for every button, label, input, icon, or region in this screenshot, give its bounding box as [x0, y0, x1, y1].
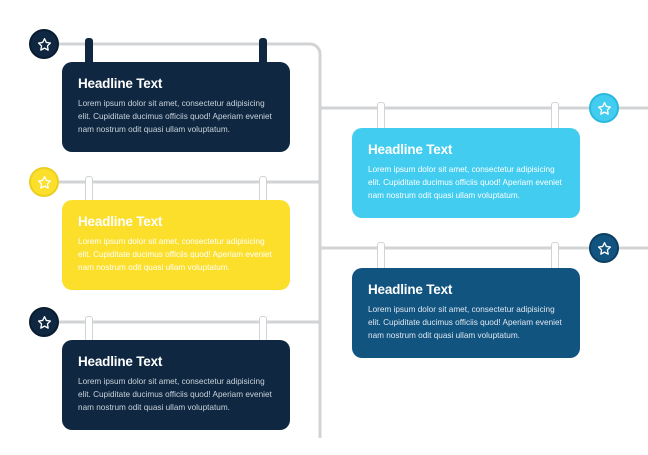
card-headline: Headline Text [78, 354, 163, 369]
card-2[interactable]: Headline Text Lorem ipsum dolor sit amet… [352, 128, 580, 219]
card-headline: Headline Text [78, 214, 163, 229]
card-headline: Headline Text [78, 76, 163, 91]
star-badge-2[interactable] [589, 93, 619, 123]
star-icon [37, 175, 51, 189]
card-body: Lorem ipsum dolor sit amet, consectetur … [368, 164, 562, 201]
star-icon [37, 37, 51, 51]
card-1[interactable]: Headline Text Lorem ipsum dolor sit amet… [62, 62, 290, 153]
card-body: Lorem ipsum dolor sit amet, consectetur … [78, 236, 272, 273]
card-headline: Headline Text [368, 142, 453, 157]
card-4[interactable]: Headline Text Lorem ipsum dolor sit amet… [352, 268, 580, 359]
star-badge-4[interactable] [589, 233, 619, 263]
star-icon [597, 101, 611, 115]
card-body: Lorem ipsum dolor sit amet, consectetur … [78, 376, 272, 413]
star-badge-3[interactable] [29, 167, 59, 197]
star-icon [37, 315, 51, 329]
card-5[interactable]: Headline Text Lorem ipsum dolor sit amet… [62, 340, 290, 431]
star-badge-5[interactable] [29, 307, 59, 337]
card-body: Lorem ipsum dolor sit amet, consectetur … [78, 98, 272, 135]
card-headline: Headline Text [368, 282, 453, 297]
star-icon [597, 241, 611, 255]
star-badge-1[interactable] [29, 29, 59, 59]
card-3[interactable]: Headline Text Lorem ipsum dolor sit amet… [62, 200, 290, 291]
card-body: Lorem ipsum dolor sit amet, consectetur … [368, 304, 562, 341]
